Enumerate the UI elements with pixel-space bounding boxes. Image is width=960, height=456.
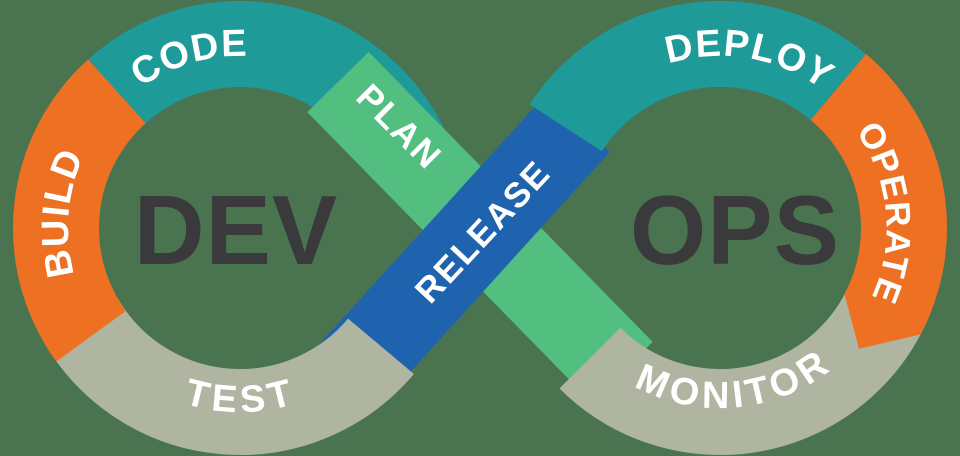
ops-label: OPS: [630, 175, 840, 285]
test-arc-segment: [43, 297, 414, 455]
operate-arrowhead-icon: [844, 294, 921, 349]
dev-label: DEV: [134, 175, 339, 285]
test-label: TEST: [181, 372, 299, 422]
operate-arc-segment: [809, 54, 947, 335]
test-label-text: TEST: [181, 372, 296, 422]
deploy-arc-segment: [529, 1, 866, 153]
build-arc-segment: [13, 59, 147, 362]
release-band: [313, 94, 610, 409]
